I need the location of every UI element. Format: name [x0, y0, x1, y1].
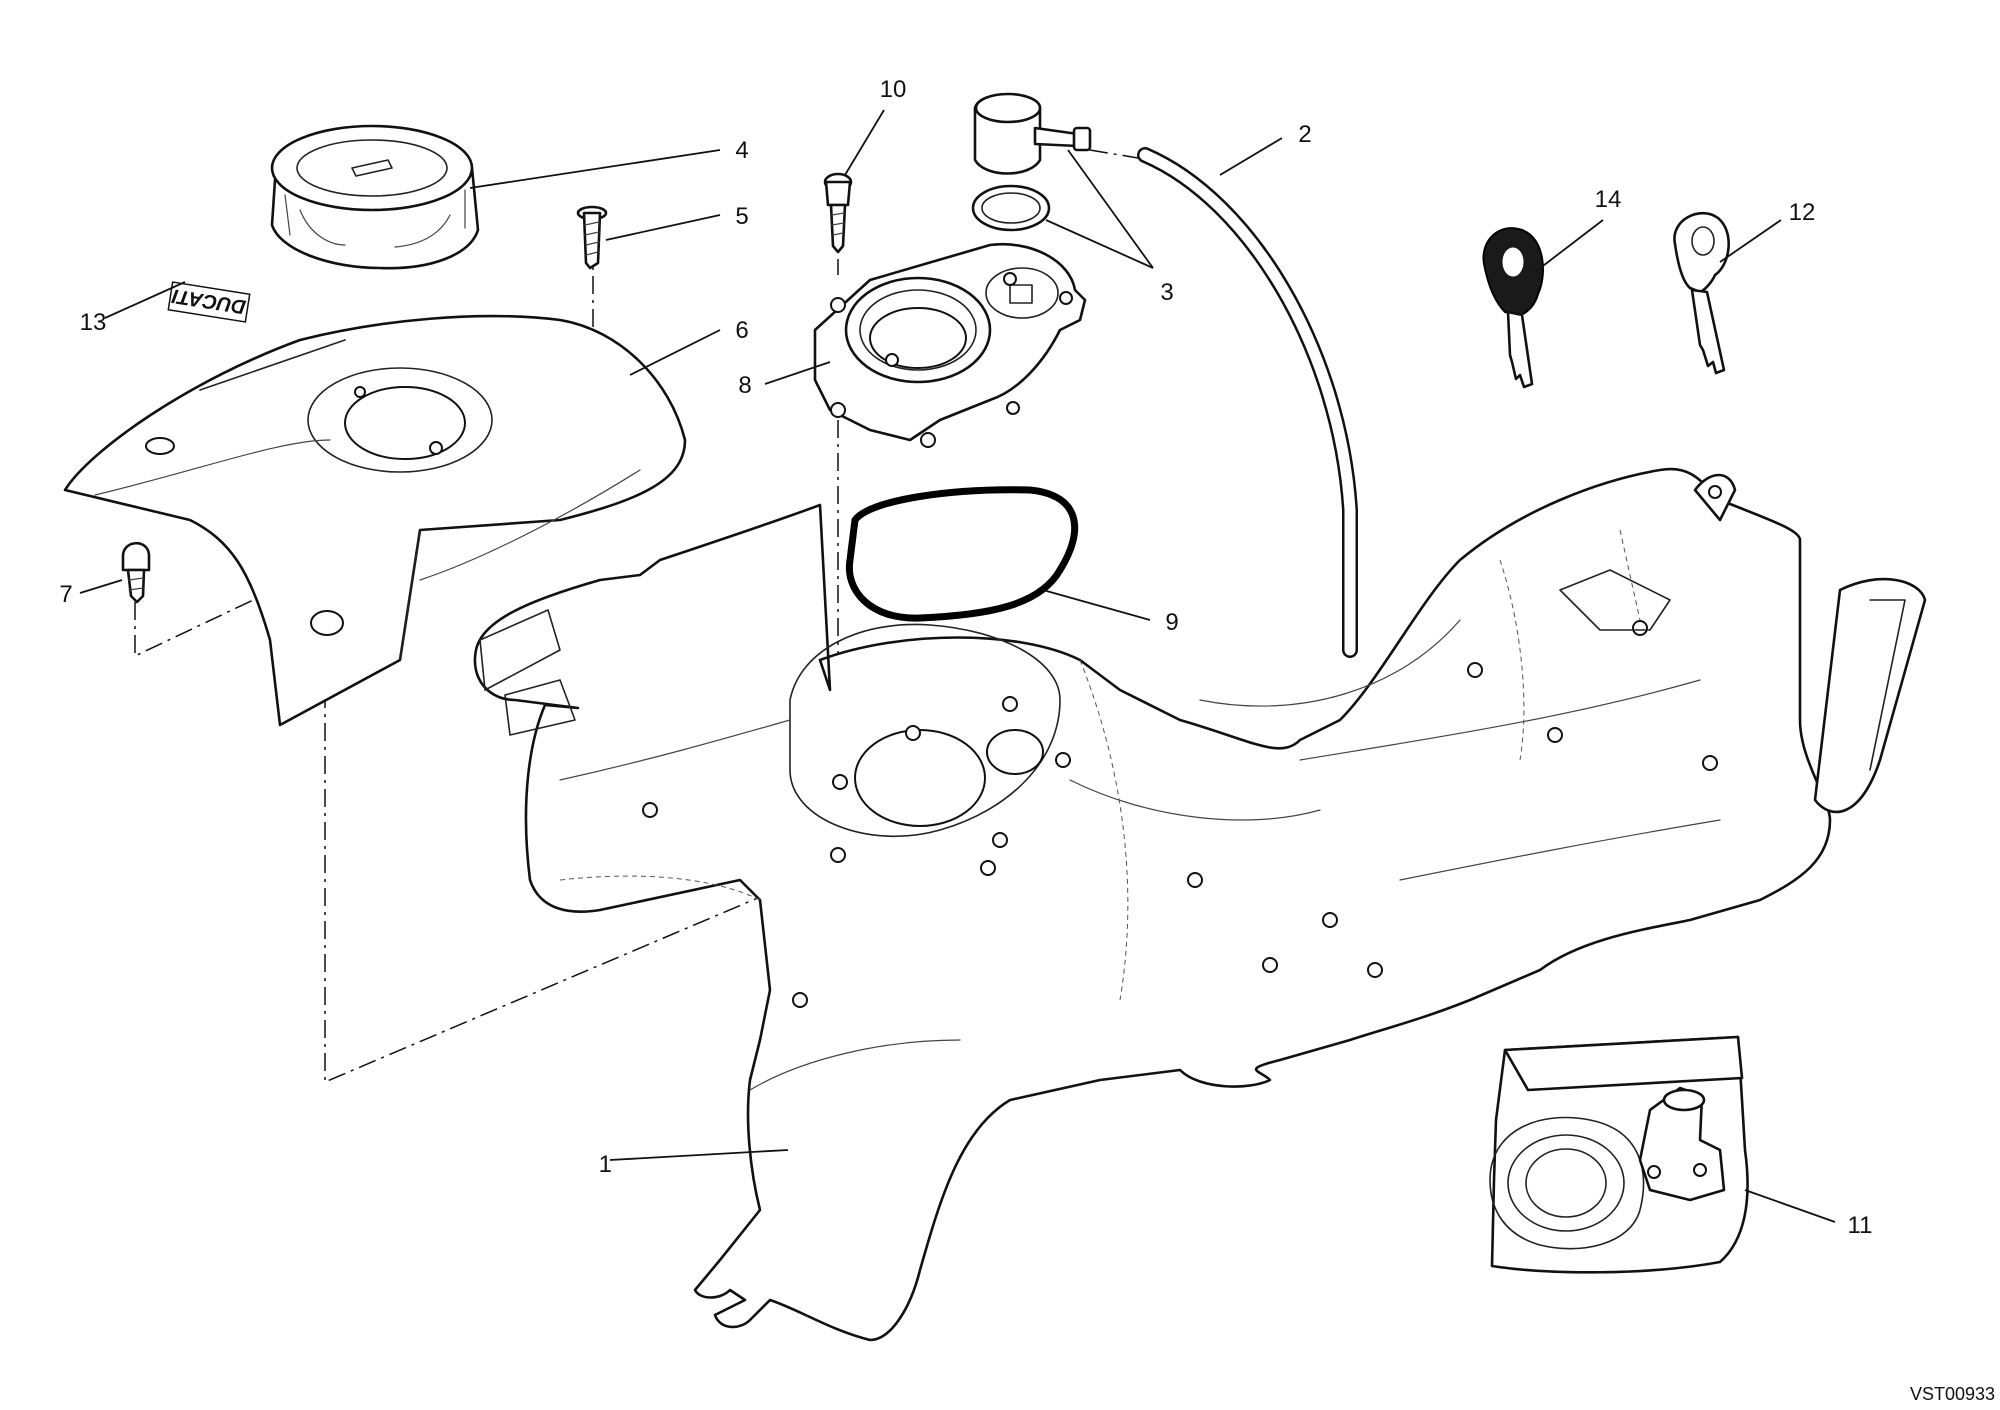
fuel-tank-part-1 — [473, 467, 1927, 1342]
o-ring-part-9 — [845, 486, 1079, 622]
filler-lock-part-11 — [1489, 1035, 1749, 1274]
callout-9: 9 — [1165, 609, 1178, 636]
breather-hose-part-2 — [1137, 147, 1358, 658]
callout-12: 12 — [1789, 199, 1816, 226]
callout-7: 7 — [59, 581, 72, 608]
drawing-code: VST00933 — [1910, 1384, 1995, 1404]
screw-part-10 — [823, 172, 853, 254]
callout-10: 10 — [880, 76, 907, 103]
callout-14: 14 — [1595, 186, 1622, 213]
tank-cover-part-6 — [63, 314, 687, 727]
filler-flange-part-8 — [813, 242, 1087, 448]
callout-labels: 1 2 3 4 5 6 7 8 9 10 11 12 13 14 — [59, 76, 1872, 1239]
key-part-14 — [1482, 227, 1544, 389]
screw-part-7 — [121, 541, 151, 604]
leader-lines — [79, 109, 1836, 1223]
callout-3: 3 — [1160, 279, 1173, 306]
callout-1: 1 — [599, 1151, 612, 1178]
callout-5: 5 — [735, 203, 748, 230]
filler-cap-part-4 — [270, 124, 480, 270]
callout-11: 11 — [1848, 1212, 1873, 1239]
callout-6: 6 — [735, 317, 748, 344]
callout-2: 2 — [1298, 121, 1311, 148]
callout-8: 8 — [738, 372, 751, 399]
callout-13: 13 — [80, 309, 107, 336]
breather-valve-part-3 — [971, 92, 1092, 232]
decal-part-13: DUCATI — [167, 281, 251, 323]
callout-4: 4 — [735, 137, 748, 164]
screw-part-5 — [576, 205, 608, 270]
key-part-12 — [1673, 211, 1730, 375]
